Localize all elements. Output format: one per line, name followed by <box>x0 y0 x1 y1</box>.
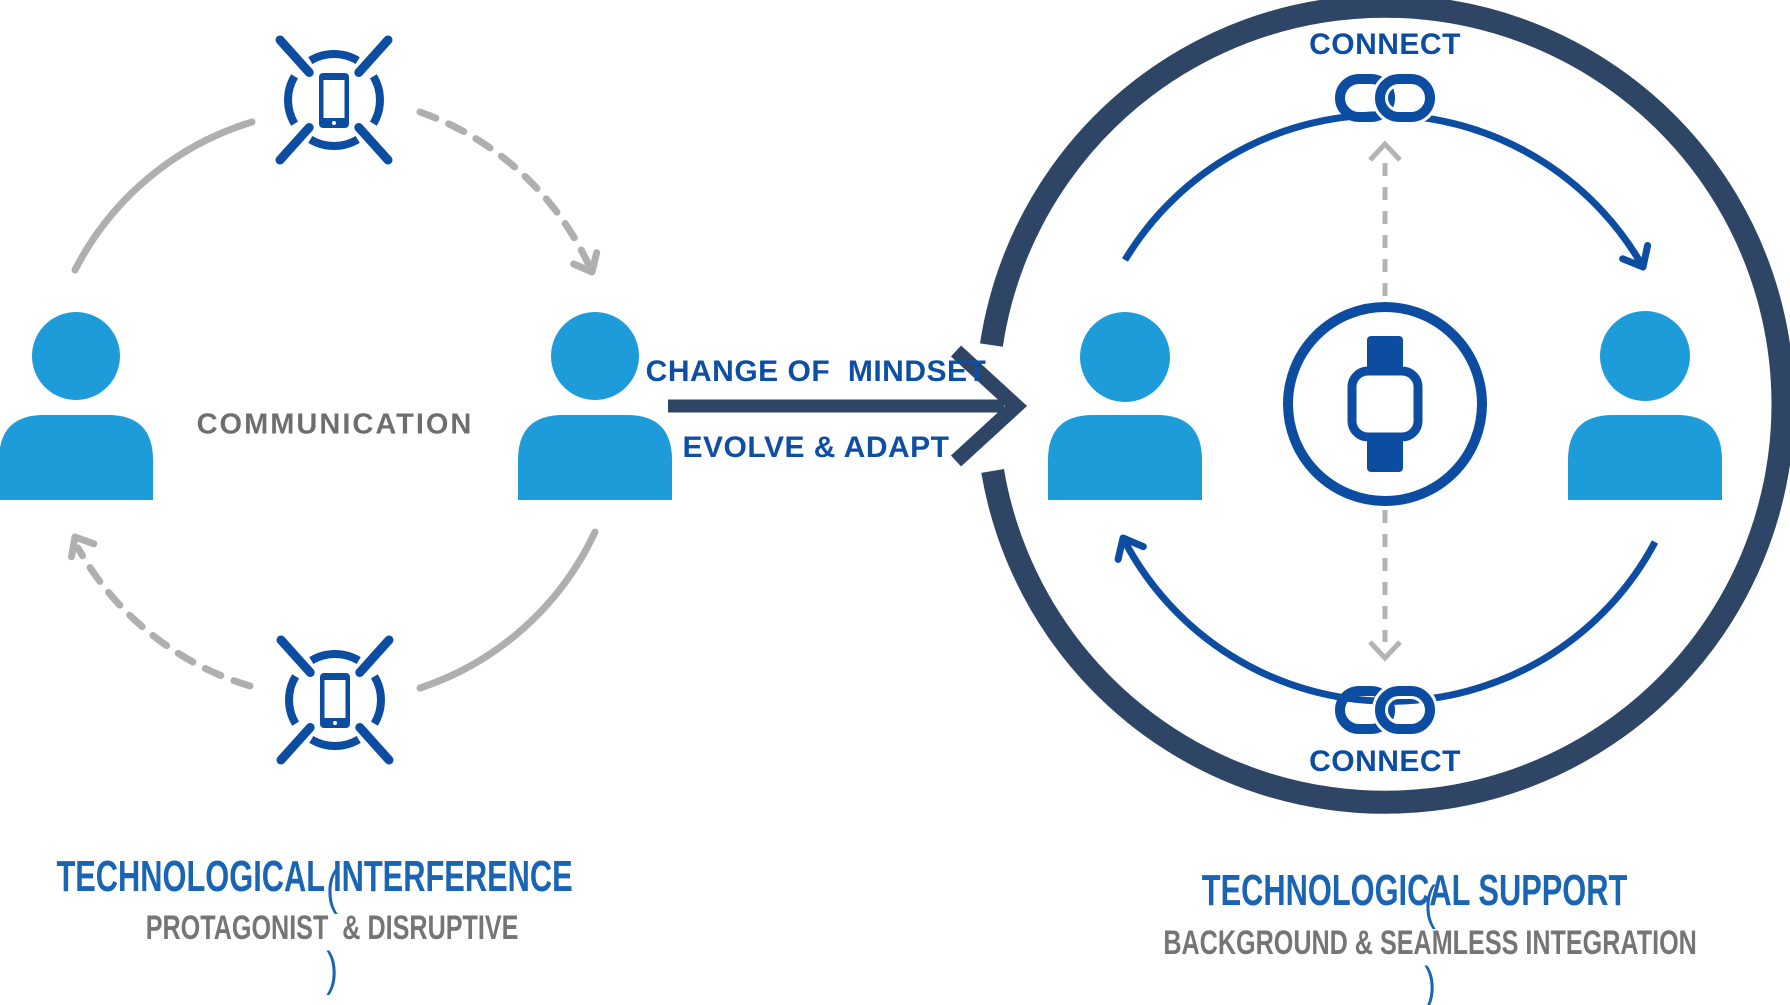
person-icon <box>1048 312 1202 500</box>
curved-arrowhead-icon <box>1114 534 1147 563</box>
left-subtitle: ( PROTAGONIST & DISRUPTIVE ) <box>0 796 591 1005</box>
blocked-smartphone-icon <box>280 40 388 160</box>
left-title: TECHNOLOGICAL INTERFERENCE <box>0 811 683 943</box>
right-subtitle-paren-close: ) <box>1424 957 1436 1005</box>
right-title-text: TECHNOLOGICAL SUPPORT <box>1201 866 1628 915</box>
right-title: TECHNOLOGICAL SUPPORT <box>1062 825 1719 957</box>
dashed-arrow-icon <box>1368 640 1402 662</box>
blocked-smartphone-icon <box>281 640 389 760</box>
left-subtitle-paren-close: ) <box>326 942 338 995</box>
dashed-arrow-icon <box>570 249 601 276</box>
dashed-connect-axis <box>1368 140 1402 662</box>
interference-cycle-arcs <box>68 108 601 692</box>
curved-arrowhead-icon <box>1619 242 1652 271</box>
chain-link-icon <box>1340 691 1430 729</box>
smartwatch-icon <box>1283 302 1487 506</box>
dashed-arrow-icon <box>1368 140 1402 162</box>
right-arrow-icon <box>668 345 1028 467</box>
right-subtitle: ( BACKGROUND & SEAMLESS INTEGRATION ) <box>982 811 1790 1005</box>
person-icon <box>0 312 153 500</box>
right-subtitle-paren-open: ( <box>1424 876 1436 929</box>
change-of-mindset-label: CHANGE OF MINDSET <box>645 355 987 388</box>
left-subtitle-text: PROTAGONIST & DISRUPTIVE <box>145 909 519 947</box>
evolve-adapt-label: EVOLVE & ADAPT <box>682 431 950 464</box>
support-outer-ring <box>980 0 1790 814</box>
chain-link-icon <box>1340 79 1430 117</box>
person-icon <box>1568 311 1722 500</box>
left-title-text: TECHNOLOGICAL INTERFERENCE <box>56 852 573 901</box>
left-subtitle-paren-open: ( <box>326 861 338 914</box>
dashed-arrow-icon <box>68 533 98 561</box>
communication-label: COMMUNICATION <box>196 408 474 441</box>
right-subtitle-text: BACKGROUND & SEAMLESS INTEGRATION <box>1163 924 1697 962</box>
connect-bottom-label: CONNECT <box>1309 745 1461 778</box>
connect-top-label: CONNECT <box>1309 28 1461 61</box>
person-icon <box>518 312 672 500</box>
